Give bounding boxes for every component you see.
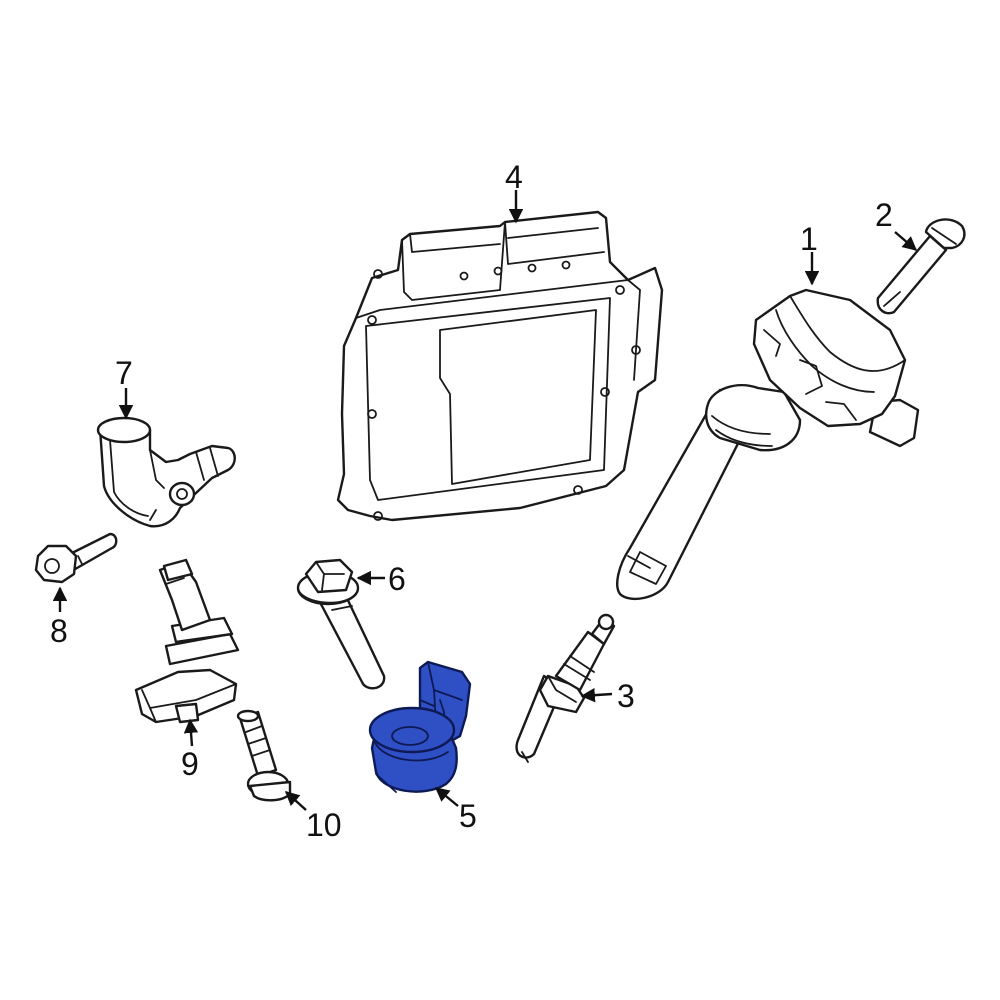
camshaft-position-sensor[interactable] (96, 416, 236, 528)
knock-sensor[interactable] (368, 660, 472, 793)
ignition-coil-bolt[interactable] (876, 218, 966, 315)
callout-8: 8 (50, 613, 68, 649)
leader-10 (284, 791, 307, 811)
callout-4: 4 (505, 159, 523, 195)
callout-6: 6 (388, 561, 406, 597)
leader-arrows (52, 190, 918, 811)
callout-10: 10 (306, 807, 342, 843)
callout-9: 9 (181, 746, 199, 782)
leader-9 (183, 718, 199, 747)
callout-1: 1 (800, 221, 818, 257)
leader-5 (434, 787, 459, 807)
engine-control-module[interactable] (336, 210, 664, 522)
callout-2: 2 (875, 197, 893, 233)
crankshaft-position-sensor[interactable] (134, 558, 240, 724)
spark-plug[interactable] (515, 613, 616, 763)
knock-sensor-bolt[interactable] (296, 558, 386, 690)
leader-2 (894, 231, 918, 251)
leader-3 (580, 687, 613, 703)
callout-5: 5 (459, 798, 477, 834)
callout-3: 3 (617, 678, 635, 714)
crankshaft-sensor-bolt[interactable] (236, 709, 292, 802)
callout-7: 7 (115, 355, 133, 391)
camshaft-sensor-bolt[interactable] (34, 532, 118, 584)
ignition-coil[interactable] (616, 288, 920, 601)
callout-labels: 1 2 3 4 5 6 7 8 9 10 (50, 159, 893, 843)
